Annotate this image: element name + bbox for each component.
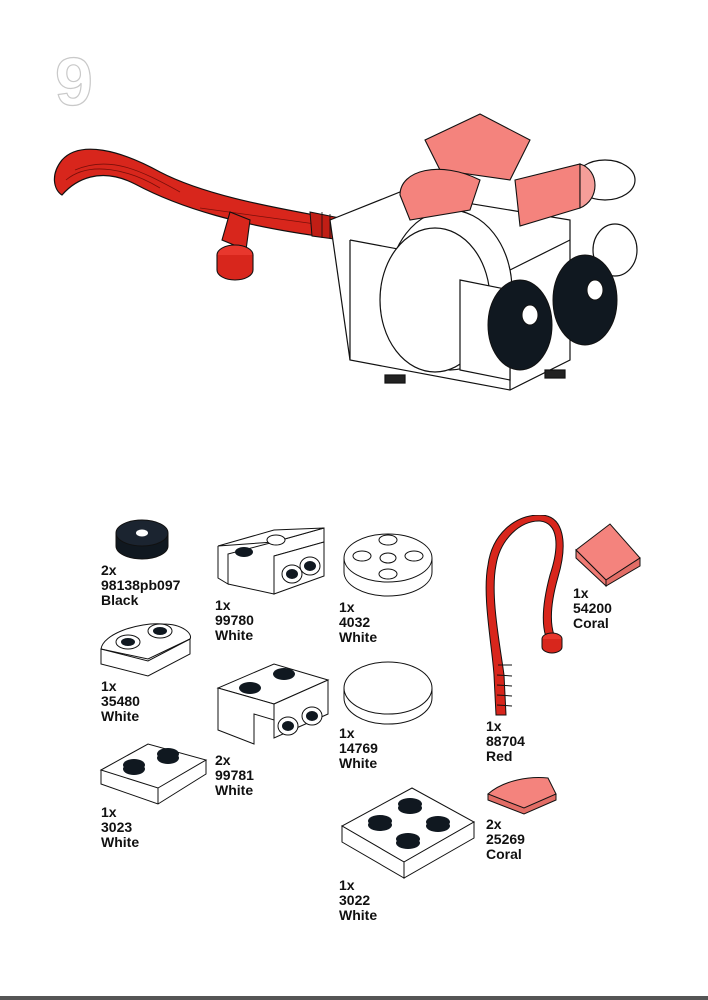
step-number: 9 [54,44,93,120]
part-54200-image [572,518,644,588]
part-99780-image [214,518,332,598]
black-wheels [487,254,618,371]
part-3022-image [338,782,478,882]
part-98138pb097-image [112,518,172,563]
part-35480-image [98,614,193,679]
part-88704-image [480,515,570,720]
red-tube-tail [53,148,343,281]
part-3023-image [98,732,210,807]
part-25269-image [484,772,560,818]
assembly-illustration [40,100,660,435]
coral-pieces [399,113,596,227]
part-4032-image [340,518,436,600]
part-14769-image [340,652,436,728]
white-body [329,159,638,391]
part-99781-image [214,652,332,748]
page-bottom-border [0,996,708,1000]
